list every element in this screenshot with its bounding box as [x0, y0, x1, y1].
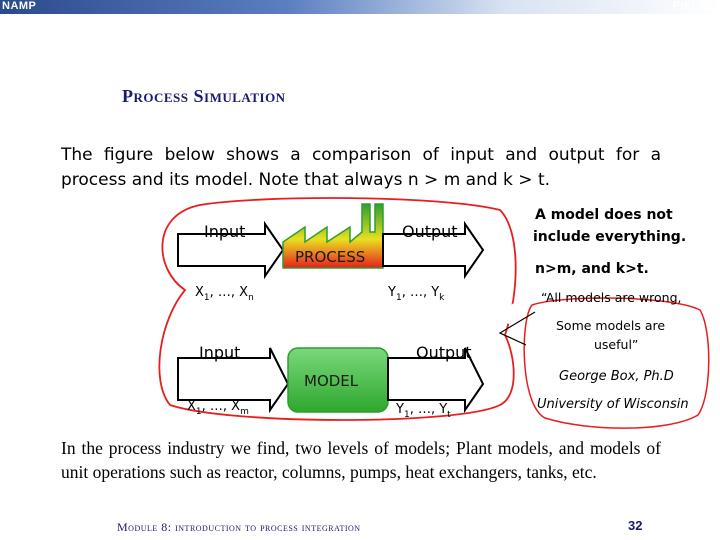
model-output-arrow	[387, 347, 485, 414]
process-output-vars: Y1, …, Yk	[387, 285, 445, 303]
callout-bubble	[494, 194, 706, 431]
model-input-arrow	[177, 347, 290, 414]
scope-outline	[158, 197, 517, 421]
model-input-vars: X1, …, Xm	[187, 399, 249, 417]
model-output-vars: Y1, …, Yt	[395, 402, 451, 420]
model-input-label: Input	[199, 343, 240, 362]
process-output-arrow	[382, 220, 485, 280]
callout-line-2: include everything.	[533, 229, 686, 245]
callout-oval	[523, 297, 710, 429]
process-factory-box	[282, 203, 384, 269]
process-output-label: Output	[402, 222, 458, 241]
process-box-label: PROCESS	[295, 248, 365, 266]
header-right-label: PIECE	[672, 0, 708, 12]
header-bar: NAMP PIECE	[0, 0, 720, 14]
slide-title: Process Simulation	[122, 86, 286, 106]
callout-line-3: n>m, and k>t.	[535, 261, 649, 277]
outro-paragraph: In the process industry we find, two lev…	[61, 438, 661, 482]
footer-module: Module 8: introduction to process integr…	[117, 520, 361, 534]
callout-affiliation: University of Wisconsin	[537, 397, 689, 412]
callout-author: George Box, Ph.D	[559, 369, 674, 384]
model-box-label: MODEL	[304, 372, 359, 390]
intro-paragraph: The figure below shows a comparison of i…	[61, 145, 661, 190]
page-number: 32	[628, 518, 643, 533]
callout-quote-3: useful”	[594, 337, 638, 352]
header-left-label: NAMP	[2, 0, 37, 12]
process-input-arrow	[177, 220, 285, 280]
callout-pointer	[498, 311, 536, 346]
process-input-label: Input	[204, 222, 245, 241]
callout-quote-1: “All models are wrong,	[541, 290, 682, 305]
process-input-vars: X1, …, Xn	[195, 285, 254, 303]
callout-quote-2: Some models are	[556, 318, 665, 333]
model-output-label: Output	[416, 343, 472, 362]
callout-line-1: A model does not	[535, 207, 673, 223]
